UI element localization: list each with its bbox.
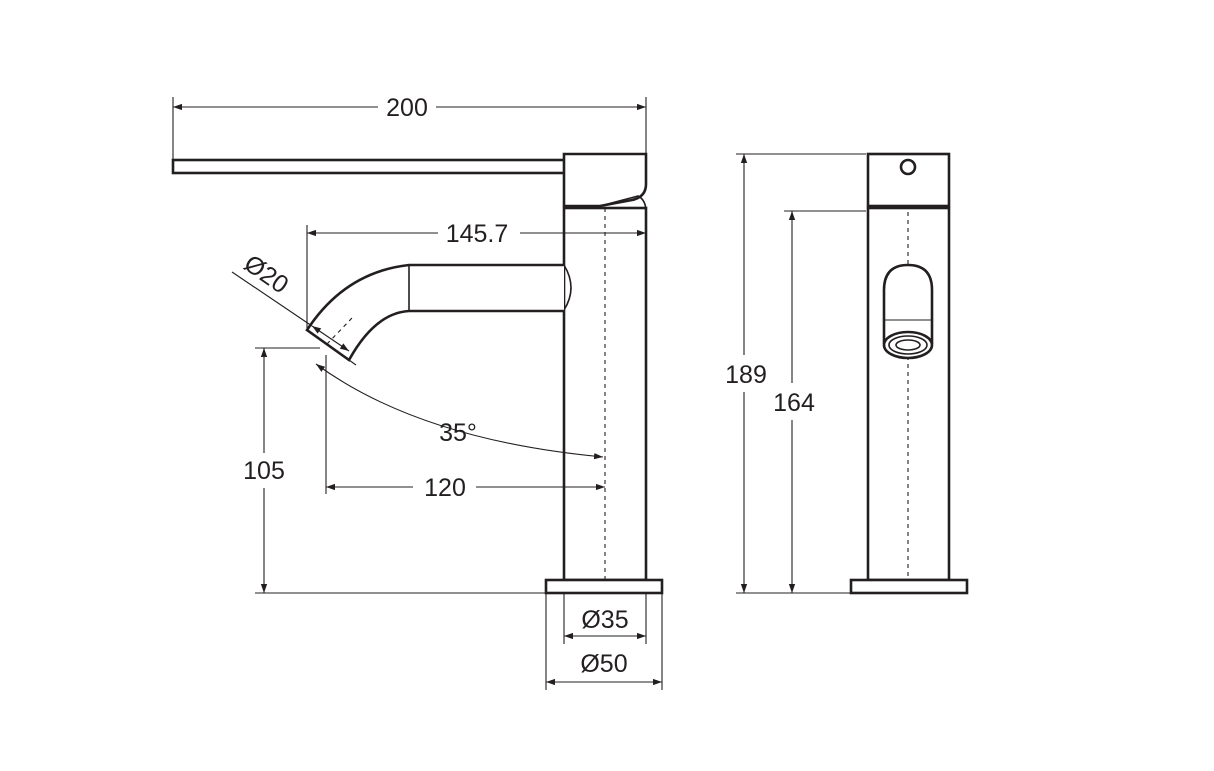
handle-cap (562, 152, 648, 208)
dim-outlet-offset: 120 (325, 355, 605, 502)
base-plate (544, 578, 664, 595)
dim-label-35-degree: 35° (439, 419, 477, 447)
end-view-base (849, 578, 969, 595)
dim-overall-length: 200 (172, 94, 647, 160)
dim-body-diameter: Ø35 (563, 593, 647, 644)
dim-label-120: 120 (424, 474, 466, 502)
lever-handle (171, 158, 569, 175)
front-view (171, 152, 664, 595)
dim-base-diameter: Ø50 (545, 593, 663, 690)
dim-label-o20: Ø20 (239, 249, 294, 299)
end-view-indicator (899, 158, 917, 176)
dim-spout-reach: 145.7 (306, 220, 646, 328)
dim-label-145-7: 145.7 (446, 220, 509, 248)
dim-outlet-height: 105 (243, 347, 546, 594)
end-view-spout (882, 263, 934, 344)
dim-label-105: 105 (243, 457, 285, 485)
dim-label-o50: Ø50 (580, 650, 627, 678)
dim-label-200: 200 (386, 94, 428, 122)
end-view (849, 152, 969, 595)
dim-spout-angle: 35° (315, 363, 604, 460)
dim-total-height: 189 (725, 153, 866, 594)
spout (305, 263, 564, 362)
dim-label-189: 189 (725, 361, 767, 389)
dim-body-height: 164 (773, 210, 866, 593)
dim-label-o35: Ø35 (581, 606, 628, 634)
dim-label-164: 164 (773, 389, 815, 417)
